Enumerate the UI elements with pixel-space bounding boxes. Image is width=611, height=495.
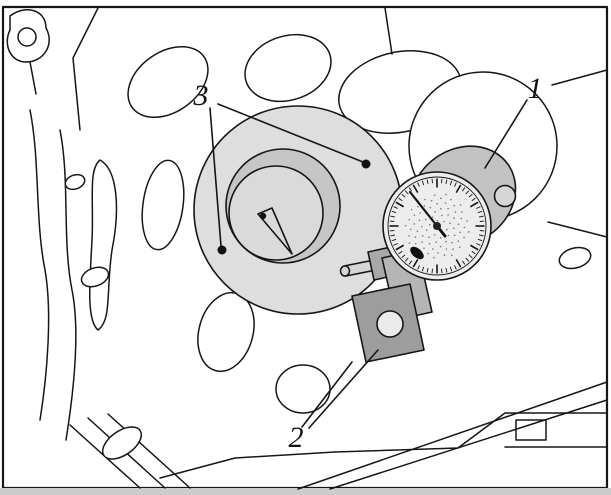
- pan-rail-left: [159, 451, 336, 479]
- block-rib-left-1: [29, 109, 50, 421]
- pan-rail-notch: [515, 419, 547, 441]
- crank-journal: [228, 165, 324, 261]
- pan-rail-step: [334, 412, 608, 453]
- block-web-left: [89, 159, 118, 331]
- dial-hub: [433, 222, 441, 230]
- probe-tip: [339, 265, 351, 277]
- dial-tick-marks: [389, 178, 485, 274]
- block-hole-top-left: [17, 27, 37, 47]
- keyway-dot: [259, 212, 267, 220]
- block-bolt-hole-left: [80, 266, 110, 288]
- dial-gauge: [382, 145, 517, 281]
- block-edge-line: [29, 61, 37, 95]
- block-edge-right-1: [551, 69, 608, 86]
- block-edge-top-left: [72, 7, 99, 131]
- block-opening-upper-center: [244, 33, 332, 103]
- callout-2-leader-a: [301, 361, 353, 428]
- block-diagonal-edge-2: [329, 399, 608, 490]
- block-bolt-hole-left-2: [64, 173, 86, 191]
- callouts: 1 2 3: [193, 72, 543, 454]
- gauge-lug: [410, 246, 424, 260]
- dial-needle: [408, 190, 439, 228]
- block-opening-mid-left: [141, 159, 185, 251]
- block-edge-top: [384, 7, 393, 55]
- block-diagonal-edge-1: [297, 381, 608, 490]
- bracket-bolt-hole: [376, 310, 404, 338]
- callout-2-label: 2: [289, 421, 304, 454]
- block-opening-upper-left: [127, 46, 209, 118]
- block-rib-bottom-3: [107, 413, 191, 489]
- gauge-knob: [493, 184, 517, 208]
- callout-1-label: 1: [528, 72, 543, 105]
- block-opening-lower-center: [275, 364, 331, 414]
- dial-stipple: [404, 193, 470, 259]
- callout-2-leader-b: [308, 349, 379, 429]
- crankshaft-flange: [193, 105, 403, 315]
- keyway-pointer: [257, 207, 293, 255]
- callout-3-leader-a: [209, 107, 222, 247]
- dial-rim-inner: [387, 176, 487, 276]
- block-rib-left-2: [59, 129, 77, 441]
- block-edge-right-2: [547, 221, 608, 238]
- measuring-point-dot-right: [361, 159, 371, 169]
- callout-1-leader: [484, 99, 528, 169]
- measuring-point-dot-left: [217, 245, 227, 255]
- callout-3-label: 3: [193, 79, 209, 112]
- block-boss-bottom-left: [101, 426, 143, 460]
- bottom-strip: [0, 488, 611, 495]
- callout-3-leader-b: [217, 103, 364, 163]
- block-bolt-hole-right: [558, 246, 592, 270]
